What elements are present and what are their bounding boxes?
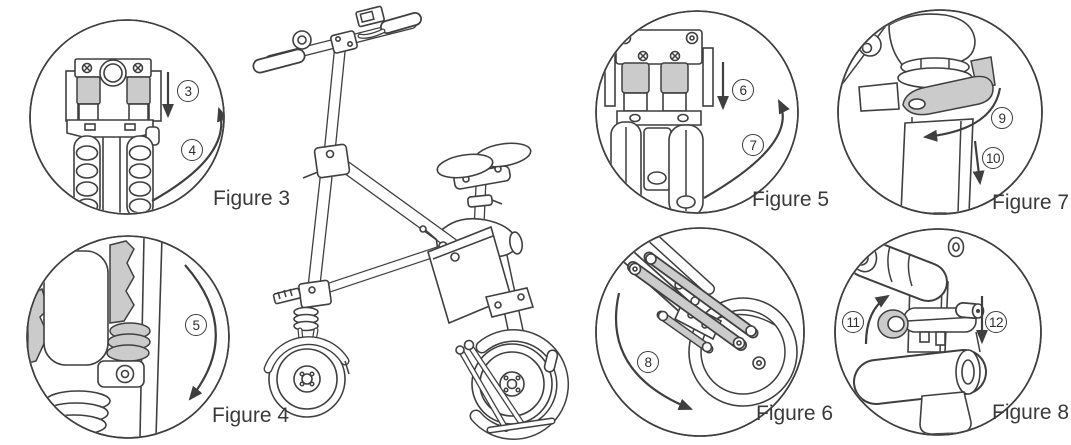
step-badge-8: 8 [637, 351, 659, 373]
figure-7-label: Figure 7 [992, 191, 1070, 214]
arrow-step-9 [922, 87, 1002, 142]
step-badge-4: 4 [181, 139, 203, 161]
step-badge-6: 6 [732, 79, 754, 101]
cover-handle [543, 349, 559, 373]
grip-sleeve-right [660, 62, 689, 94]
seatpost-clamp-ring [846, 236, 989, 434]
arrow-step-10 [972, 140, 985, 186]
grip-sleeve-right [126, 76, 151, 105]
arrow-step-7 [703, 99, 790, 199]
grip-sleeve-left [76, 76, 101, 105]
step-badge-3: 3 [177, 80, 199, 102]
figure-4-label: Figure 4 [212, 404, 290, 427]
step-badge-10: 10 [982, 147, 1004, 169]
saddle-underside [888, 13, 976, 69]
figure-3-label: Figure 3 [213, 187, 291, 210]
figure-7-detail-circle [837, 9, 1043, 215]
kickstand [455, 339, 556, 434]
saddle-pad-front [436, 153, 494, 179]
front-wheel [263, 336, 350, 418]
figure-6-label: Figure 6 [756, 402, 834, 425]
step-badge-12: 12 [985, 311, 1007, 333]
arrow-step-8 [614, 292, 693, 411]
figure-5-detail-circle [595, 10, 799, 214]
arrow-step-11 [864, 294, 890, 345]
front-frame-beams [311, 153, 459, 297]
display-unit [355, 5, 385, 28]
figure-3-detail-circle [29, 19, 225, 215]
serrated-clamp-right [109, 240, 135, 324]
seat-post-tube [900, 118, 974, 213]
frame-foot [919, 391, 972, 434]
step-badge-11: 11 [842, 311, 864, 333]
scooter-overview-illustration [252, 5, 570, 440]
arrow-step-4 [151, 106, 223, 202]
stem-clamp [330, 30, 358, 54]
handlebar [252, 5, 422, 74]
figure-8-label: Figure 8 [992, 401, 1070, 424]
saddle-clamp-lever [839, 13, 1002, 213]
grip-sleeve-left [621, 62, 650, 94]
step-badge-9: 9 [991, 107, 1013, 129]
lower-fold-clamp [298, 279, 332, 309]
handlebar-fold-mechanism-2 [604, 29, 790, 212]
figure-4-detail-circle [26, 235, 230, 439]
step-badge-7: 7 [742, 134, 764, 156]
arrow-step-5 [184, 264, 217, 401]
figure-8-detail-circle [834, 228, 1042, 436]
step-badge-5: 5 [185, 314, 207, 336]
upper-fold-clamp [313, 143, 351, 179]
foot-peg [272, 287, 302, 305]
figure-5-label: Figure 5 [752, 188, 830, 211]
figure-6-detail-circle [595, 227, 805, 437]
rear-hinge-plates [484, 287, 535, 318]
saddle [436, 142, 532, 190]
handlebar-fold-mechanism [65, 58, 223, 213]
